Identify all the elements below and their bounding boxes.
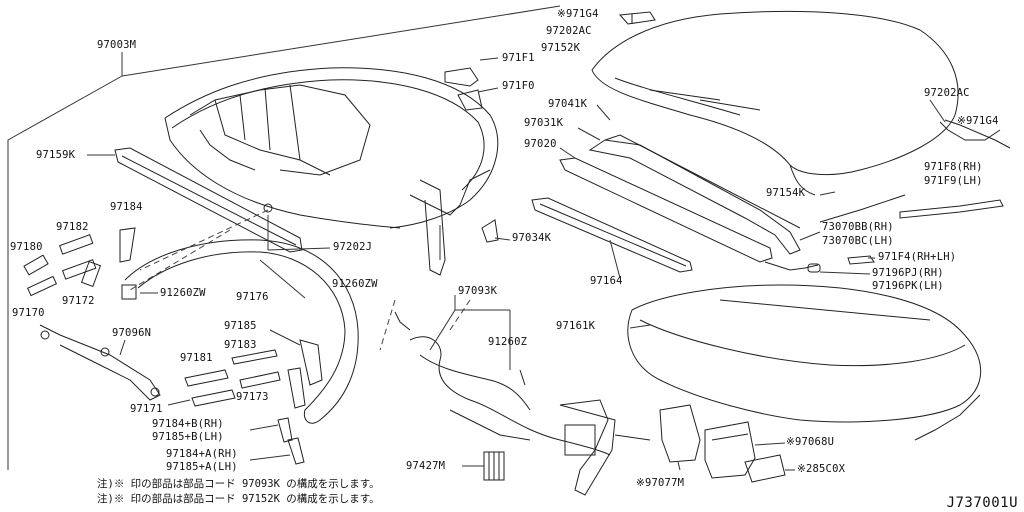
part-label-97202J: 97202J bbox=[333, 241, 373, 253]
front-header-strip bbox=[114, 147, 303, 253]
part-label-97034K: 97034K bbox=[512, 232, 552, 244]
part-label-97003M: 97003M bbox=[97, 39, 137, 51]
part-label-971G4-top: ※971G4 bbox=[557, 8, 599, 20]
part-label-97196PJ: 97196PJ(RH) bbox=[872, 267, 944, 279]
part-label-97176: 97176 bbox=[236, 291, 269, 303]
part-label-97185A: 97185+A(LH) bbox=[166, 461, 238, 473]
part-label-97164: 97164 bbox=[590, 275, 623, 287]
part-label-97096N: 97096N bbox=[112, 327, 152, 339]
part-label-97068U: ※97068U bbox=[786, 436, 835, 448]
part-label-97173: 97173 bbox=[236, 391, 269, 403]
part-label-73070BB: 73070BB(RH) bbox=[822, 221, 894, 233]
part-label-97041K: 97041K bbox=[548, 98, 588, 110]
part-label-971F4: 971F4(RH+LH) bbox=[878, 251, 957, 263]
part-label-97159K: 97159K bbox=[36, 149, 76, 161]
part-label-97427M: 97427M bbox=[406, 460, 446, 472]
part-label-97185: 97185 bbox=[224, 320, 257, 332]
part-label-97171: 97171 bbox=[130, 403, 163, 415]
cable-harness bbox=[394, 311, 616, 496]
pad-97427M bbox=[483, 451, 505, 481]
part-label-971F1: 971F1 bbox=[502, 52, 535, 64]
part-label-73070BC: 73070BC(LH) bbox=[822, 235, 894, 247]
part-label-97172: 97172 bbox=[62, 295, 95, 307]
weatherstrip-97176 bbox=[124, 239, 359, 424]
part-label-97184: 97184 bbox=[110, 201, 143, 213]
part-label-97093K: 97093K bbox=[458, 285, 498, 297]
assembly-boundary bbox=[7, 5, 561, 470]
footnote-97093K: 注)※ 印の部品は部品コード 97093K の構成を示します。 bbox=[97, 478, 380, 490]
label-leaders bbox=[87, 57, 946, 471]
hinge-brackets-top bbox=[444, 11, 656, 243]
dashed-leaders bbox=[129, 209, 471, 351]
part-label-97196PK: 97196PK(LH) bbox=[872, 280, 944, 292]
part-label-97077M: ※97077M bbox=[636, 477, 685, 489]
part-label-97020: 97020 bbox=[524, 138, 557, 150]
rear-cover-97152K bbox=[591, 10, 1011, 196]
control-modules bbox=[614, 404, 786, 483]
part-label-97185B: 97185+B(LH) bbox=[152, 431, 224, 443]
part-label-97182: 97182 bbox=[56, 221, 89, 233]
small-brackets-left bbox=[23, 227, 323, 465]
right-side-parts bbox=[764, 121, 1004, 273]
rear-cover-97161K bbox=[627, 284, 982, 441]
part-label-97202AC-top: 97202AC bbox=[546, 25, 592, 37]
roof-frame bbox=[164, 67, 499, 276]
part-label-97154K: 97154K bbox=[766, 187, 806, 199]
part-label-971F9: 971F9(LH) bbox=[924, 175, 983, 187]
part-label-285C0X: ※285C0X bbox=[797, 463, 846, 475]
footnote-97152K: 注)※ 印の部品は部品コード 97152K の構成を示します。 bbox=[97, 493, 380, 505]
part-label-91260ZW-2: 91260ZW bbox=[332, 278, 378, 290]
part-label-971G4-right: ※971G4 bbox=[957, 115, 999, 127]
part-label-97183: 97183 bbox=[224, 339, 257, 351]
part-label-91260Z: 91260Z bbox=[488, 336, 528, 348]
part-label-97161K: 97161K bbox=[556, 320, 596, 332]
part-label-97184A: 97184+A(RH) bbox=[166, 448, 238, 460]
part-label-97031K: 97031K bbox=[524, 117, 564, 129]
part-label-97184B: 97184+B(RH) bbox=[152, 418, 224, 430]
diagram-reference-id: J737001U bbox=[946, 495, 1018, 511]
part-label-97180: 97180 bbox=[10, 241, 43, 253]
part-label-971F0: 971F0 bbox=[502, 80, 535, 92]
part-label-97202AC-right: 97202AC bbox=[924, 87, 970, 99]
part-label-97170: 97170 bbox=[12, 307, 45, 319]
part-label-97152K: 97152K bbox=[541, 42, 581, 54]
part-label-91260ZW: 91260ZW bbox=[160, 287, 206, 299]
part-label-97181: 97181 bbox=[180, 352, 213, 364]
part-label-971F8: 971F8(RH) bbox=[924, 161, 983, 173]
